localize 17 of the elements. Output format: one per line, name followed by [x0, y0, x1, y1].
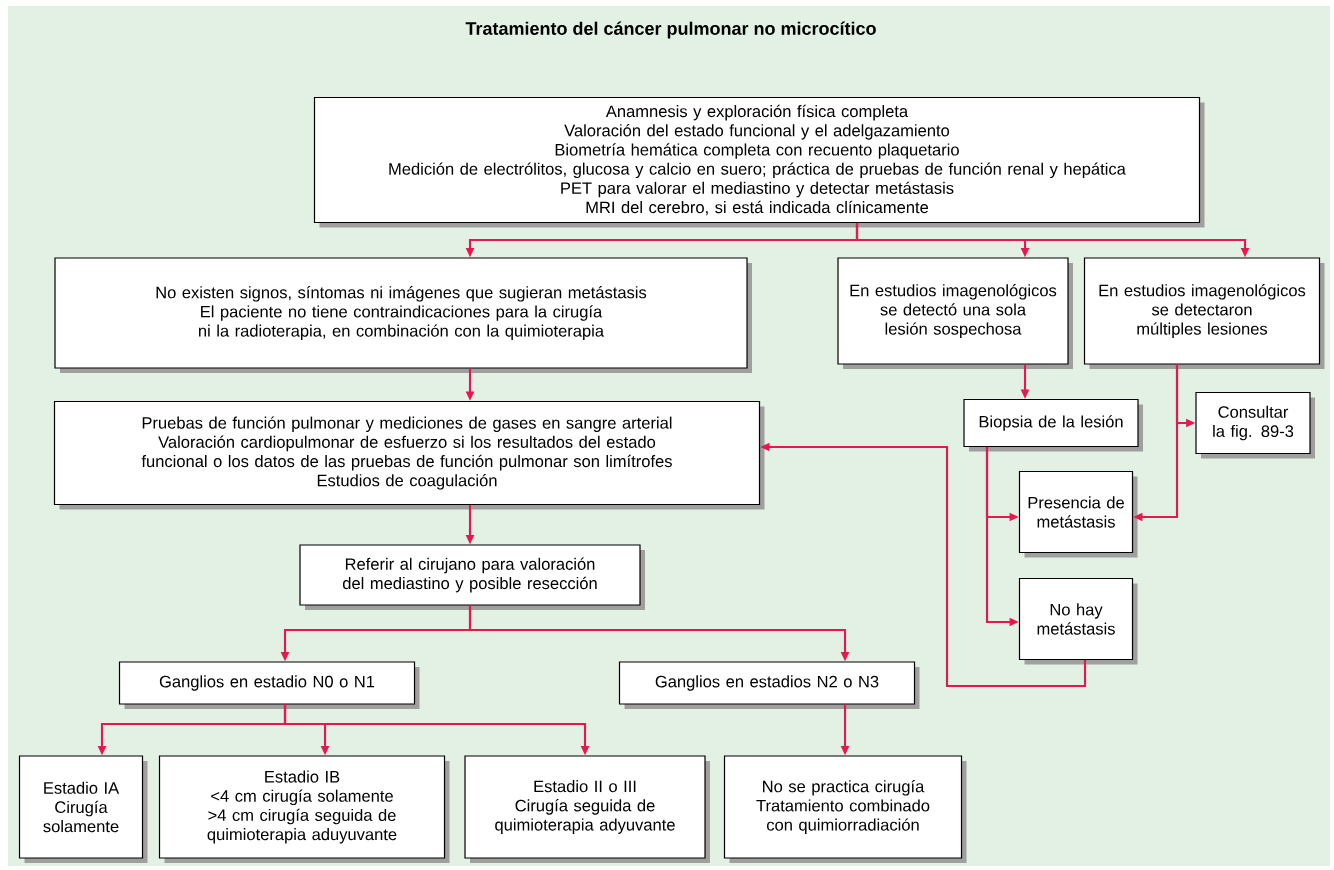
process-box: Anamnesis y exploración física completa Valoración del estado funcional y el adelgazamiento Biometría hemática completa con recuento plaquetario Medición de electrólitos, glucosa y calcio en suero; práctica de pruebas de función renal y hepática PET para valorar el mediastino y detectar metástasis MRI del cerebro, si está indicada clínicamente — [313, 96, 1205, 228]
process-box: Estadio IA Cirugía solamente — [18, 755, 148, 863]
title: Tratamiento del cáncer pulmonar no microcítico — [465, 21, 876, 39]
process-box: Presencia de metástasis — [1018, 470, 1138, 558]
process-box: No hay metástasis — [1018, 577, 1138, 665]
process-box: Pruebas de función pulmonar y mediciones de gases en sangre arterial Valoración cardiopulmonar de esfuerzo si los resultados del estado funcional o los datos de las pruebas de función pulmonar son limítrofes Estudios de coagulación — [53, 400, 765, 510]
process-box: En estudios imagenológicos se detectó una sola lesión sospechosa — [837, 257, 1073, 369]
process-box: Ganglios en estadios N2 o N3 — [618, 661, 920, 709]
process-box: Referir al cirujano para valoración del mediastino y posible resección — [299, 544, 645, 610]
process-box: En estudios imagenológicos se detectaron múltiples lesiones — [1083, 257, 1325, 369]
process-box: Ganglios en estadio N0 o N1 — [118, 661, 420, 709]
process-box: Estadio II o III Cirugía seguida de quimioterapia adyuvante — [464, 755, 710, 863]
process-box: No se practica cirugía Tratamiento combinado con quimiorradiación — [723, 755, 967, 863]
process-box: No existen signos, síntomas ni imágenes que sugieran metástasis El paciente no tiene contraindicaciones para la cirugía ni la radioterapia, en combinación con la quimioterapia — [54, 257, 752, 373]
process-box: Biopsia de la lesión — [963, 398, 1143, 452]
process-box: Estadio IB <4 cm cirugía solamente >4 cm cirugía seguida de quimioterapia aduyuvante — [158, 755, 450, 863]
process-box: Consultar la fig. 89-3 — [1195, 391, 1315, 459]
